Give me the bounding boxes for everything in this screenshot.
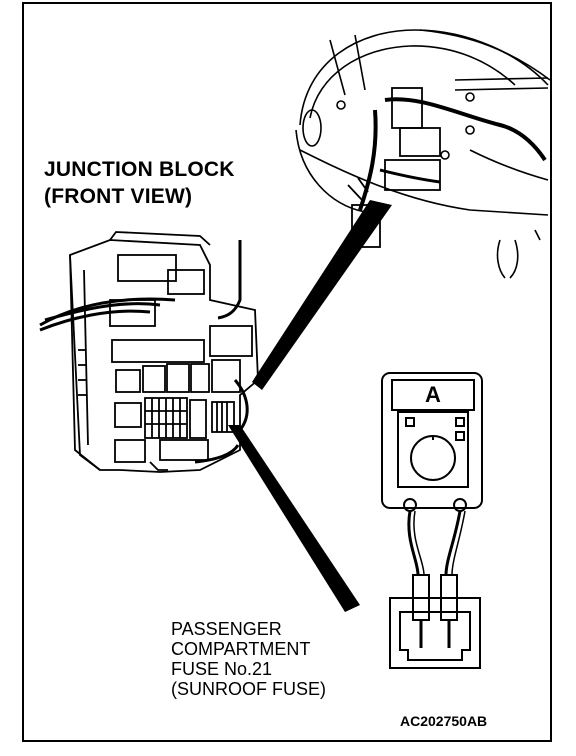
- fuse-label-line-1: PASSENGER: [171, 619, 282, 639]
- junction-block-title: JUNCTION BLOCK (FRONT VIEW): [44, 156, 235, 210]
- fuse-label-line-2: COMPARTMENT: [171, 639, 311, 659]
- fuse-illustration: [389, 597, 481, 669]
- junction-block-illustration: [69, 231, 259, 473]
- junction-harness: [39, 240, 249, 464]
- fuse-pointer: [228, 425, 360, 612]
- title-line-1: JUNCTION BLOCK: [44, 158, 235, 181]
- figure-code: AC202750AB: [400, 713, 488, 729]
- fuse-label: PASSENGER COMPARTMENT FUSE No.21 (SUNROO…: [171, 619, 326, 699]
- steering-column: [347, 87, 547, 248]
- fuse-label-line-4: (SUNROOF FUSE): [171, 679, 326, 699]
- title-line-2: (FRONT VIEW): [44, 185, 193, 208]
- location-pointer: [252, 200, 392, 390]
- fuse-label-line-3: FUSE No.21: [171, 659, 273, 679]
- test-leads: [407, 510, 466, 648]
- figure-frame: [22, 2, 552, 742]
- multimeter-illustration: [381, 372, 483, 512]
- dashboard-illustration: [295, 29, 551, 279]
- meter-symbol: A: [425, 382, 441, 407]
